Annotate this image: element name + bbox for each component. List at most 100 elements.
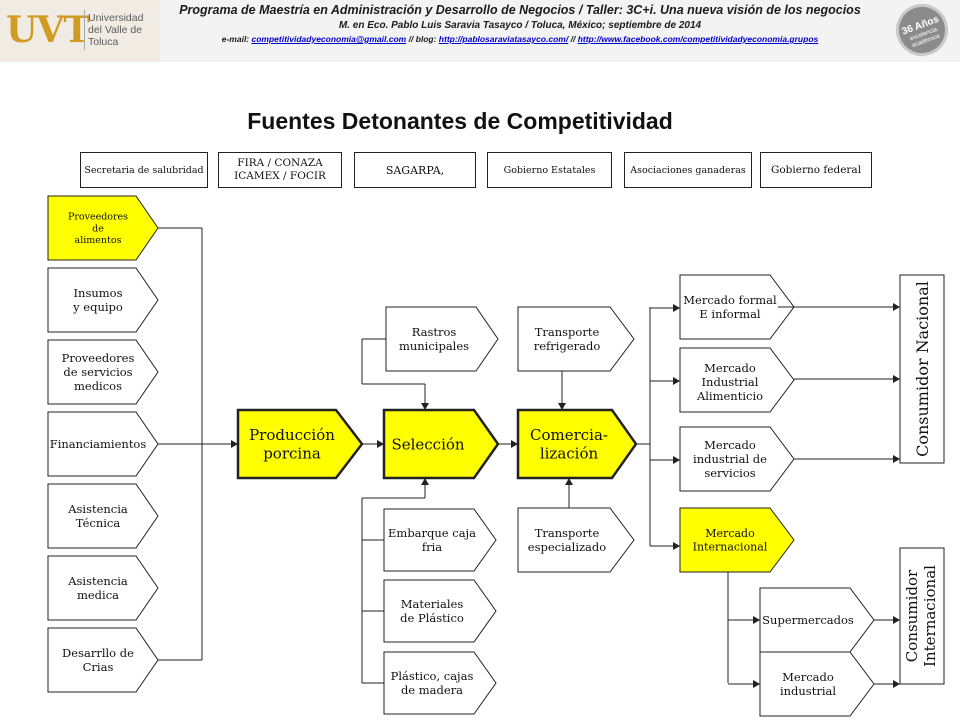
market-node — [679, 426, 795, 492]
institution-box: Secretaria de salubridad — [80, 152, 208, 188]
arrowhead — [558, 403, 566, 410]
input-node — [47, 267, 159, 333]
email-link[interactable]: competitividadyeconomia@gmail.com — [251, 34, 407, 44]
arrowhead — [673, 304, 680, 312]
support-node — [383, 651, 497, 715]
stage-node-text: lización — [540, 444, 599, 462]
arrowhead — [565, 478, 573, 485]
branch-node-text: industrial — [780, 684, 836, 698]
support-node-text: Transporte — [535, 526, 600, 540]
institution-box: Gobierno federal — [760, 152, 872, 188]
contact-links: e-mail: competitividadyeconomia@gmail.co… — [164, 32, 876, 46]
stage-node-text: Selección — [391, 435, 464, 453]
arrowhead — [421, 478, 429, 485]
consumer-box — [899, 547, 945, 685]
input-node — [47, 483, 159, 549]
support-node-text: refrigerado — [534, 339, 601, 353]
slide-header: UVT Universidad del Valle de Toluca Prog… — [0, 0, 960, 64]
market-node-text: Internacional — [693, 541, 768, 554]
branch-node-text: Mercado — [782, 670, 834, 684]
branch-node — [759, 587, 875, 653]
input-node — [47, 195, 159, 261]
input-node-text: de servicios — [63, 365, 132, 379]
institution-box: SAGARPA, — [354, 152, 476, 188]
input-node-text: de — [92, 223, 104, 234]
input-node — [47, 339, 159, 405]
header-text: Programa de Maestría en Administración y… — [164, 2, 876, 46]
stage-node — [382, 408, 500, 480]
branch-node-text: Supermercados — [762, 613, 854, 627]
market-node-text: servicios — [704, 466, 755, 480]
support-node — [383, 508, 497, 572]
arrowhead — [673, 456, 680, 464]
support-node-text: municipales — [399, 339, 469, 353]
blog-label: // blog: — [406, 34, 439, 44]
input-node-text: y equipo — [72, 300, 123, 314]
arrowhead — [673, 377, 680, 385]
input-node-text: Proveedores — [68, 212, 128, 223]
input-node-text: Crias — [83, 660, 114, 674]
stage-node — [516, 408, 638, 480]
input-node-text: Financiamientos — [50, 437, 147, 451]
input-node-text: alimentos — [75, 235, 122, 246]
input-node-text: Asistencia — [67, 502, 128, 516]
input-node-text: Insumos — [74, 286, 123, 300]
market-node-text: Mercado — [705, 527, 755, 540]
arrowhead — [893, 616, 900, 624]
diagram-title: Fuentes Detonantes de Competitividad — [247, 108, 673, 134]
support-node — [517, 306, 635, 372]
consumer-box — [899, 274, 945, 464]
input-node-text: Asistencia — [67, 574, 128, 588]
support-node-text: especializado — [528, 540, 606, 554]
logo-mark: UVT — [6, 9, 90, 51]
logo-separator — [84, 10, 85, 50]
university-logo: UVT Universidad del Valle de Toluca — [0, 0, 160, 62]
input-node-text: Proveedores — [62, 351, 135, 365]
support-node — [383, 579, 497, 643]
stage-node-text: porcina — [263, 444, 321, 462]
email-label: e-mail: — [221, 34, 252, 44]
support-node-text: Materiales — [401, 597, 464, 611]
input-node-text: medica — [77, 588, 119, 602]
market-node — [679, 274, 795, 340]
facebook-label: // — [568, 34, 578, 44]
arrowhead — [673, 542, 680, 550]
blog-link[interactable]: http://pablosaraviatasayco.com/ — [438, 34, 569, 44]
market-node-text: Mercado — [704, 438, 756, 452]
arrowhead — [753, 616, 760, 624]
market-node — [679, 347, 795, 413]
institution-box: FIRA / CONAZA ICAMEX / FOCIR — [218, 152, 342, 188]
support-node-text: Plástico, cajas — [391, 669, 474, 683]
arrowhead — [753, 680, 760, 688]
institution-box: Asociaciones ganaderas — [624, 152, 752, 188]
arrowhead — [893, 303, 900, 311]
consumer-internacional-text: Consumidor — [903, 569, 921, 662]
input-node-text: medicos — [74, 379, 122, 393]
input-node — [47, 555, 159, 621]
market-node-text: Industrial — [702, 375, 759, 389]
arrowhead — [377, 440, 384, 448]
arrowhead — [893, 455, 900, 463]
stage-node-text: Comercia- — [530, 426, 608, 444]
input-node — [47, 627, 159, 693]
market-node-text: Mercado — [704, 361, 756, 375]
branch-node — [759, 651, 875, 717]
consumer-nacional-text: Consumidor Nacional — [913, 281, 932, 457]
facebook-link[interactable]: http://www.facebook.com/competitividadye… — [577, 34, 819, 44]
support-node-text: de madera — [401, 683, 463, 697]
input-node-text: Desarrllo de — [62, 646, 134, 660]
arrowhead — [893, 375, 900, 383]
author-line: M. en Eco. Pablo Luis Saravia Tasayco / … — [338, 20, 702, 31]
input-node-text: Técnica — [76, 516, 121, 530]
market-node-text: industrial de — [693, 452, 767, 466]
market-node-text: Mercado formal — [683, 293, 777, 307]
university-name: Universidad del Valle de Toluca — [88, 12, 144, 48]
institution-box: Gobierno Estatales — [487, 152, 612, 188]
arrowhead — [231, 440, 238, 448]
market-node — [679, 507, 795, 573]
arrowhead — [511, 440, 518, 448]
market-node-text: Alimenticio — [696, 389, 763, 403]
support-node-text: de Plástico — [400, 611, 464, 625]
stage-node — [236, 408, 364, 480]
